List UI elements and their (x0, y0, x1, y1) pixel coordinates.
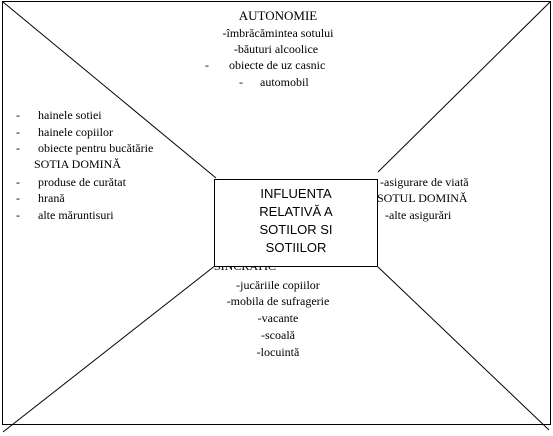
top-item: -băuturi alcoolice (234, 42, 318, 56)
diagonal-top-right (377, 1, 551, 173)
center-line: SOTIILOR (266, 240, 327, 255)
bottom-item: -jucăriile copiilor (236, 278, 320, 292)
center-line: INFLUENTA (260, 186, 332, 201)
diagonal-bottom-right (377, 266, 550, 431)
top-item: -îmbrăcămintea sotului (223, 26, 335, 40)
left-item: alte măruntisuri (38, 208, 114, 222)
left-item: hainele sotiei (38, 108, 102, 122)
right-section: -asigurare de viată SOTUL DOMINĂ -alte a… (377, 175, 469, 222)
bottom-item: -vacante (258, 311, 299, 325)
left-item-dash: - (16, 141, 20, 155)
left-item: hrană (38, 191, 65, 205)
left-item-dash: - (16, 175, 20, 189)
center-box-frame (214, 179, 378, 267)
left-item-dash: - (16, 208, 20, 222)
center-line: RELATIVĂ A (259, 204, 333, 219)
outer-frame (2, 1, 551, 425)
top-section: AUTONOMIE -îmbrăcămintea sotului -băutur… (205, 8, 334, 89)
top-item: automobil (260, 75, 309, 89)
right-label: SOTUL DOMINĂ (377, 191, 468, 205)
top-item-dash: - (239, 75, 243, 89)
left-item: produse de curătat (38, 175, 127, 189)
top-item-dash: - (205, 58, 209, 72)
right-item: -alte asigurări (385, 208, 452, 222)
center-line: SOTILOR SI (260, 222, 333, 237)
top-item: obiecte de uz casnic (229, 58, 325, 72)
bottom-item: -locuintă (257, 345, 300, 359)
center-box: INFLUENTA RELATIVĂ A SOTILOR SI SOTIILOR (214, 179, 378, 267)
diagonal-bottom-left (2, 264, 217, 433)
left-item: hainele copiilor (38, 125, 113, 139)
bottom-item: -scoală (261, 328, 296, 342)
top-title: AUTONOMIE (239, 8, 318, 23)
left-section: - hainele sotiei - hainele copiilor - ob… (16, 108, 153, 222)
bottom-section: SINCRATIC -jucăriile copiilor -mobila de… (214, 259, 329, 359)
left-item: obiecte pentru bucătărie (38, 141, 153, 155)
left-item-dash: - (16, 125, 20, 139)
left-item-dash: - (16, 108, 20, 122)
right-item: -asigurare de viată (380, 175, 469, 189)
bottom-item: -mobila de sufragerie (227, 294, 330, 308)
diagonal-top-left (2, 1, 217, 179)
left-label: SOTIA DOMINĂ (34, 157, 121, 171)
left-item-dash: - (16, 191, 20, 205)
